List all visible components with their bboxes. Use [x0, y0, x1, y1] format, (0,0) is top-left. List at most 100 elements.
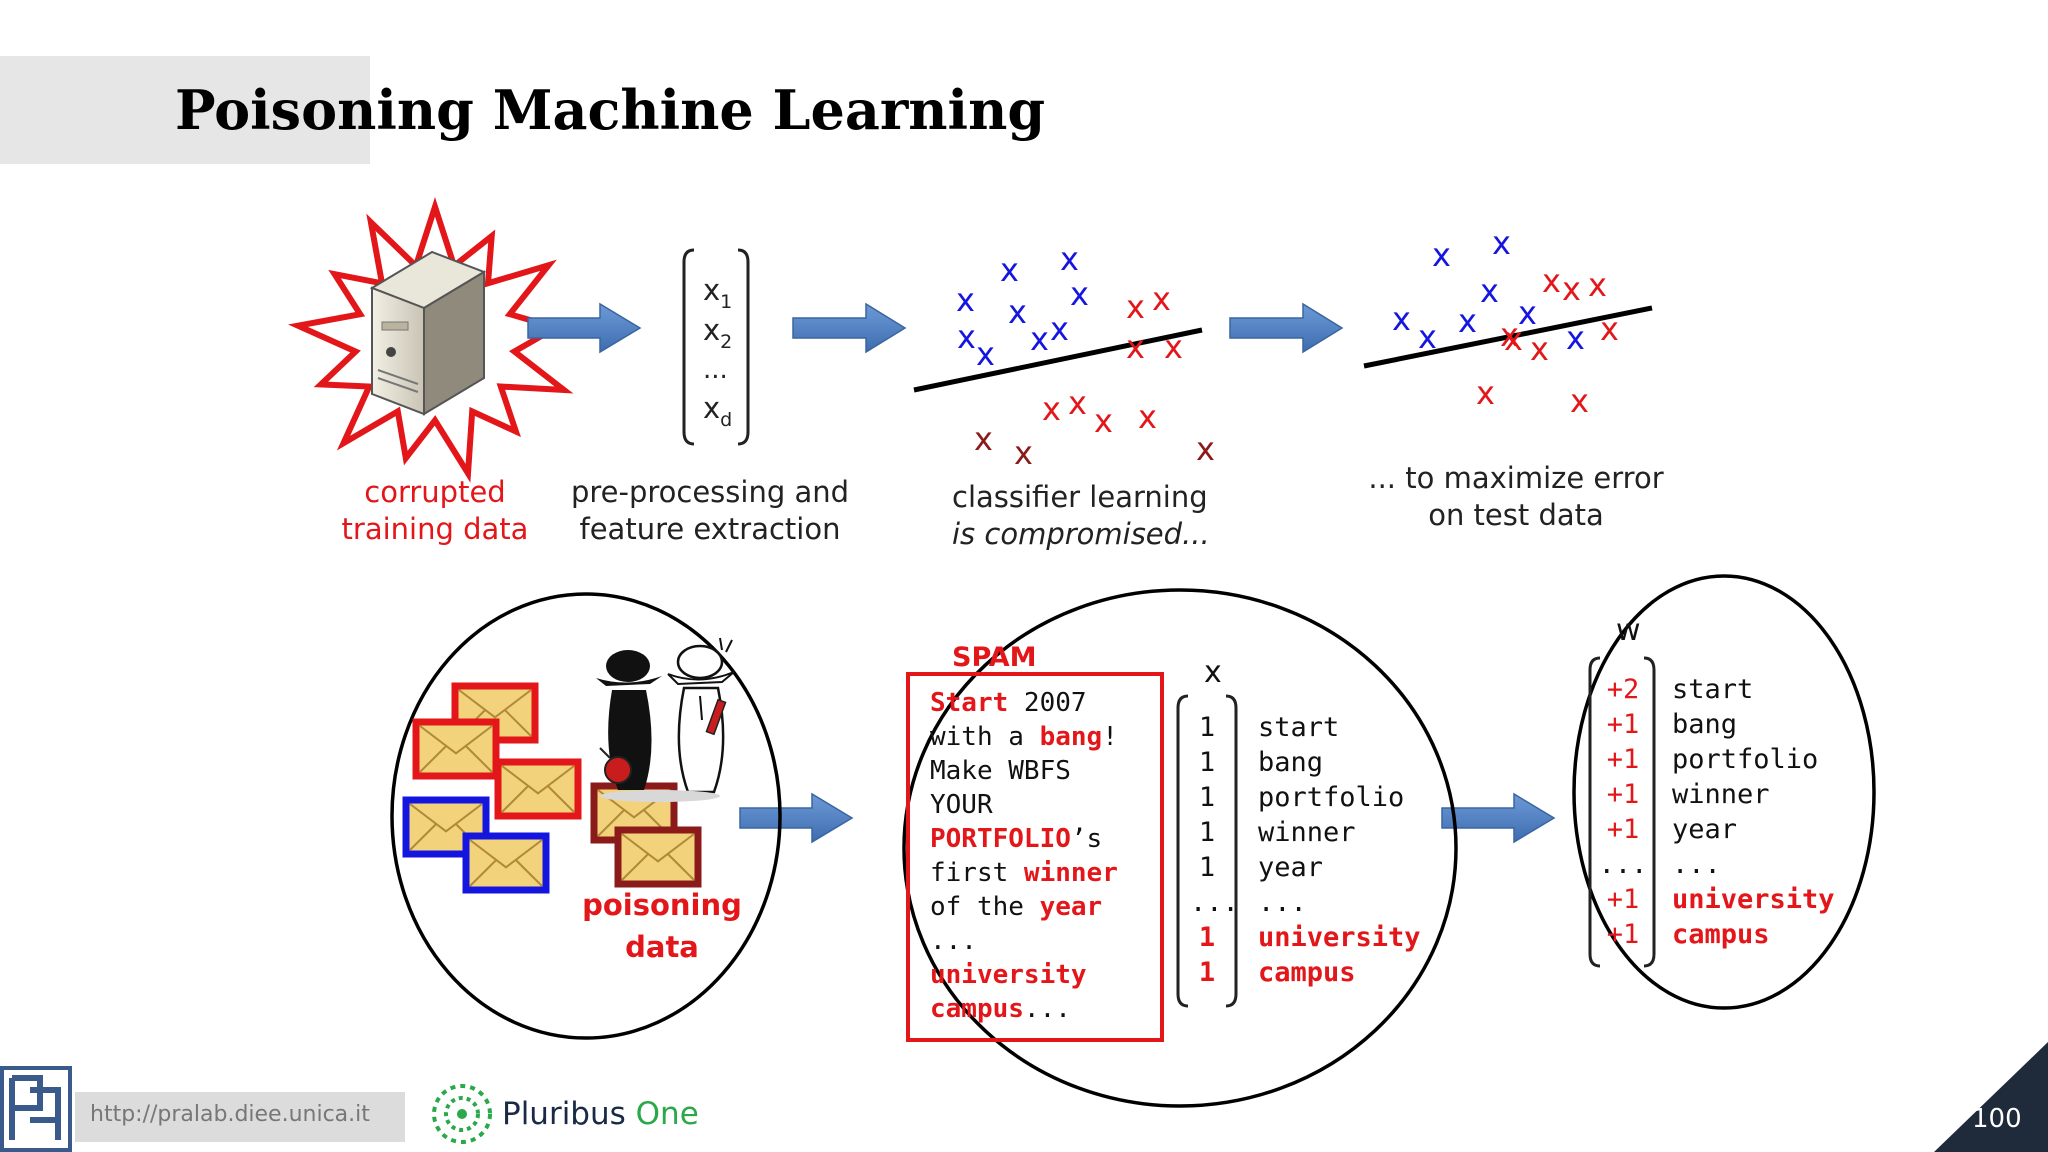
vector-entry: 1 [1198, 782, 1216, 813]
scatter-point: x [1458, 302, 1477, 340]
w-vector-header: w [1616, 613, 1641, 648]
spam-title: SPAM [952, 642, 1037, 673]
scatter-point: x [1588, 266, 1607, 304]
weights-ellipse [1572, 574, 1876, 1010]
vector-entry: 1 [1198, 712, 1216, 743]
arrow-right-icon [792, 302, 907, 354]
scatter-point: x [1476, 374, 1495, 412]
email-line: university [930, 960, 1087, 990]
vector-entry: +1 [1606, 919, 1640, 950]
vector-entry: 1 [1198, 922, 1216, 953]
footer-url[interactable]: http://pralab.diee.unica.it [90, 1102, 370, 1127]
scatter-point: x [1050, 310, 1069, 348]
scatter-point: x [1126, 288, 1145, 326]
pluribus-one-logo [432, 1084, 492, 1144]
scatter-point: x [1418, 318, 1437, 356]
preprocessing-caption: pre-processing and feature extraction [570, 475, 850, 546]
email-line: with a bang! [930, 722, 1118, 752]
arrow-right-icon [739, 792, 854, 844]
arrow-right-icon [1229, 302, 1344, 354]
vector-entry: 1 [1198, 957, 1216, 988]
vector-entry: winner [1672, 779, 1770, 810]
scatter-point: x [1164, 328, 1183, 366]
vector-entry: ... [1258, 887, 1307, 918]
spam-email-box [906, 672, 1164, 1042]
vector-entry: portfolio [1672, 744, 1819, 775]
vector-entry: 1 [1198, 852, 1216, 883]
vector-entry: campus [1258, 957, 1356, 988]
vector-entry: 1 [1198, 817, 1216, 848]
vector-entry: ... [1190, 887, 1239, 918]
classifier-caption: classifier learning is compromised... [952, 480, 1210, 551]
scatter-point: x [1000, 251, 1019, 289]
decision-boundary [913, 327, 1203, 393]
vector-entry: portfolio [1258, 782, 1405, 813]
scatter-point: x [957, 318, 976, 356]
vector-entry: year [1258, 852, 1324, 883]
scatter-point: x [1060, 240, 1079, 278]
poisoning-data-label: poisoning data [582, 888, 742, 964]
vector-entry: ... [1672, 849, 1721, 880]
corner-triangle [1934, 1042, 2048, 1152]
envelope-icon [412, 718, 500, 780]
arrow-right-icon [1441, 792, 1556, 844]
scatter-point: x [1070, 275, 1089, 313]
spies-icon [596, 637, 735, 802]
scatter-point: x [1152, 280, 1171, 318]
vector-entry: winner [1258, 817, 1356, 848]
brand-name: Pluribus One [502, 1096, 699, 1132]
flow-arrows [527, 302, 1556, 844]
vector-entry: +1 [1606, 744, 1640, 775]
server-icon [369, 250, 487, 416]
scatter-point: x [1504, 320, 1523, 358]
email-stack [402, 682, 702, 894]
scatter-point: x [1432, 236, 1451, 274]
vector-entry: university [1258, 922, 1421, 953]
email-line: Make WBFS [930, 756, 1071, 786]
arrow-right-icon [527, 302, 642, 354]
scatter-point: x [956, 281, 975, 319]
feature-xd: xd [703, 391, 732, 431]
scatter-point: x [1480, 272, 1499, 310]
scatter-point: x [1094, 402, 1113, 440]
url-box [75, 1092, 405, 1142]
feature-x1: x1 [703, 273, 732, 313]
scatter-point: x [976, 335, 995, 373]
envelope-icon [614, 826, 702, 888]
email-line: first winner [930, 858, 1118, 888]
scatter-point: x [1068, 384, 1087, 422]
corrupted-caption: corrupted training data [341, 475, 529, 546]
decision-boundary [1363, 305, 1653, 369]
email-line: of the year [930, 892, 1103, 922]
scatter-point: x [1518, 294, 1537, 332]
scatter-point: x [1392, 300, 1411, 338]
vector-entry: ... [1598, 849, 1648, 880]
vector-entry: bang [1672, 709, 1738, 740]
error-caption: ... to maximize error on test data [1368, 461, 1664, 532]
pralab-logo [0, 1066, 72, 1152]
page-number: 100 [1972, 1104, 2022, 1134]
scatter-point: x [1570, 382, 1589, 420]
feature-x2: x2 [703, 313, 732, 353]
scatter-point: x [1030, 320, 1049, 358]
scatter-point: x [1126, 328, 1145, 366]
scatter-point: x [1500, 316, 1519, 354]
envelope-icon [494, 758, 582, 820]
scatter-point: x [1196, 430, 1215, 468]
vector-entry: +1 [1606, 814, 1640, 845]
email-line: campus... [930, 994, 1071, 1024]
scatter-point: x [1492, 224, 1511, 262]
attacker-ellipse [390, 592, 782, 1040]
title-bar [0, 56, 370, 164]
slide-title: Poisoning Machine Learning [175, 78, 1046, 142]
feature-ellipsis: ... [703, 355, 728, 385]
